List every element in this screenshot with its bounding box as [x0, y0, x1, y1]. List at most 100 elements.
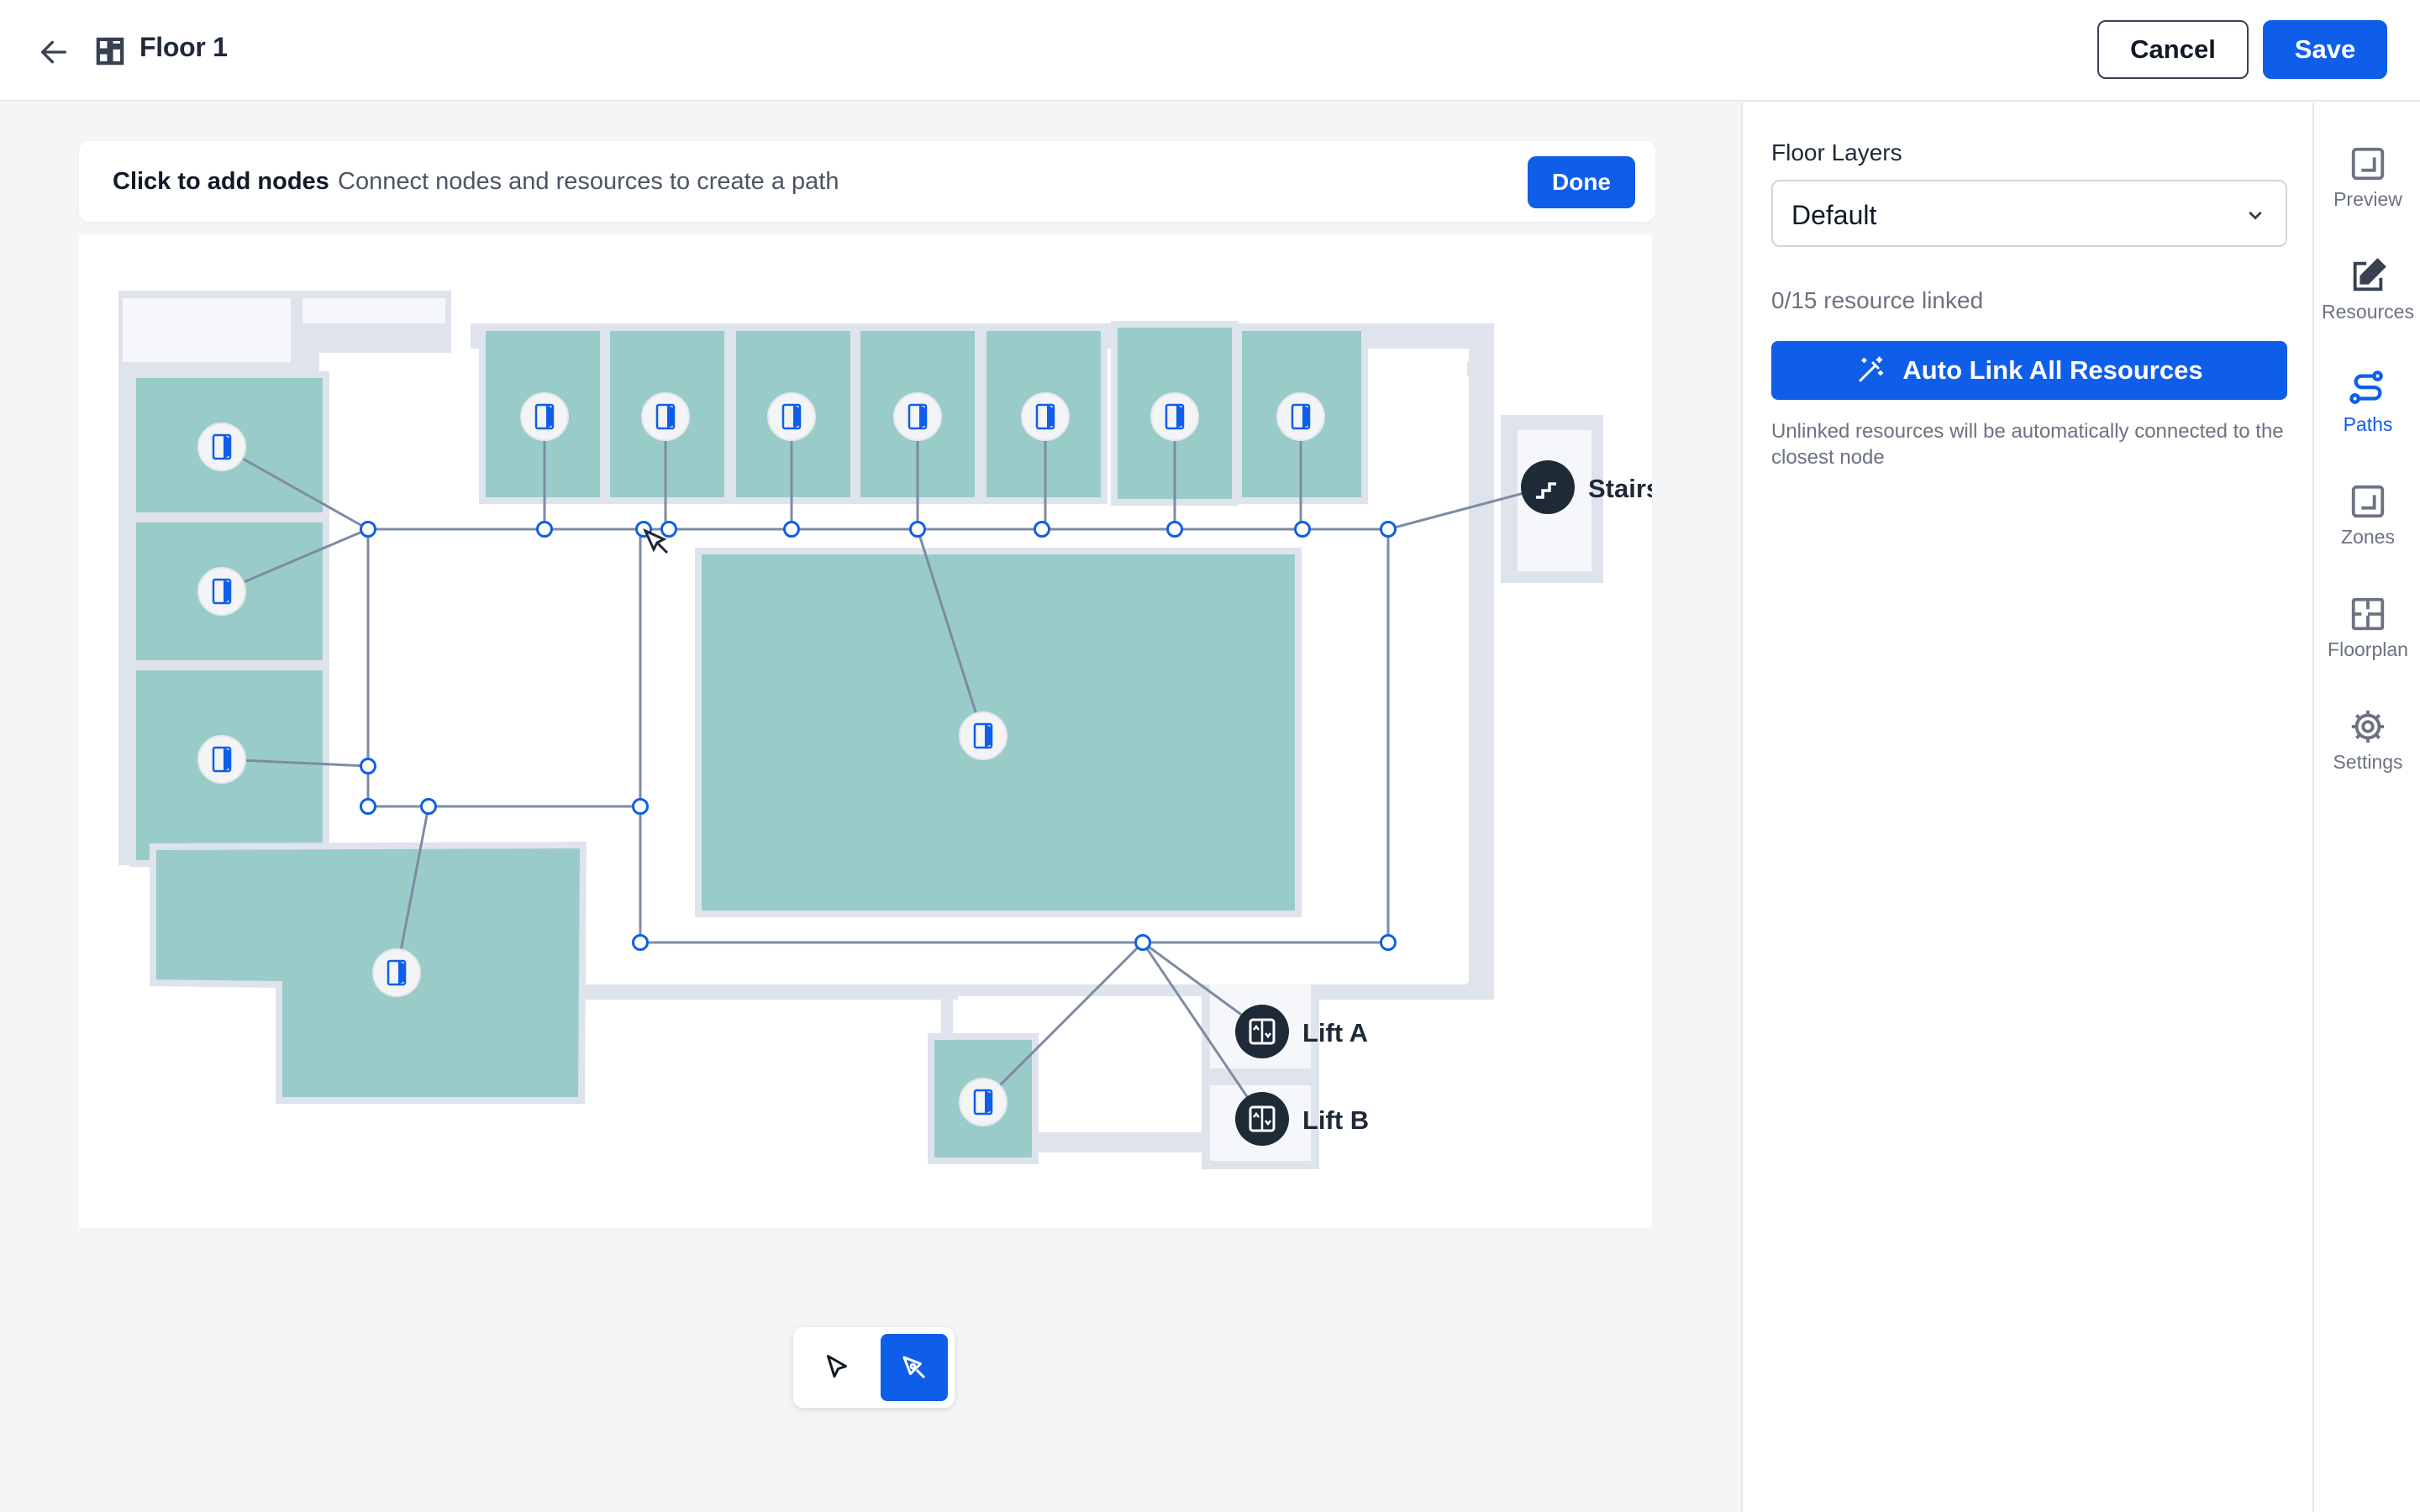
side-rail: Preview Resources Paths Zones Floorplan …: [2312, 102, 2420, 1512]
rail-label: Settings: [2333, 751, 2403, 773]
path-node[interactable]: [783, 521, 800, 538]
stairs-label: Stairs: [1588, 474, 1652, 503]
rail-item-paths[interactable]: Paths: [2314, 365, 2420, 457]
door-icon: [655, 403, 676, 430]
path-node[interactable]: [360, 758, 376, 774]
floor-layer-select[interactable]: Default: [1771, 180, 2287, 247]
door-marker[interactable]: [197, 735, 246, 784]
door-icon: [212, 746, 232, 773]
pen-tool-icon: [902, 1356, 926, 1379]
door-marker[interactable]: [1150, 392, 1199, 441]
path-node[interactable]: [1034, 521, 1050, 538]
door-icon: [212, 578, 232, 605]
gear-icon: [2351, 710, 2385, 743]
zone-icon: [2351, 485, 2385, 518]
path-node[interactable]: [420, 798, 437, 815]
door-icon: [781, 403, 802, 430]
rail-label: Zones: [2341, 526, 2395, 548]
path-node[interactable]: [360, 521, 376, 538]
door-marker[interactable]: [767, 392, 816, 441]
path-node[interactable]: [536, 521, 553, 538]
wall-gaps: [123, 298, 1591, 1161]
door-icon: [1165, 403, 1185, 430]
canvas-area: Click to add nodes Connect nodes and res…: [0, 102, 1741, 1512]
rail-item-floorplan[interactable]: Floorplan: [2314, 590, 2420, 682]
hint-text: Connect nodes and resources to create a …: [338, 168, 839, 195]
door-icon: [908, 403, 928, 430]
edit-icon: [2353, 258, 2386, 291]
lift-b-marker[interactable]: Lift B: [1235, 1092, 1369, 1146]
door-marker[interactable]: [959, 711, 1007, 760]
rail-item-preview[interactable]: Preview: [2314, 139, 2420, 232]
door-icon: [534, 403, 555, 430]
floor-layers-label: Floor Layers: [1771, 139, 1902, 165]
door-icon: [212, 433, 232, 460]
floor-layer-value: Default: [1791, 200, 1877, 230]
chevron-down-icon: [2249, 212, 2262, 220]
top-header: Floor 1 Cancel Save: [0, 0, 2420, 102]
door-marker[interactable]: [1276, 392, 1325, 441]
save-button[interactable]: Save: [2263, 20, 2387, 79]
path-node[interactable]: [660, 521, 677, 538]
door-icon: [973, 722, 993, 749]
door-icon: [387, 959, 407, 986]
stairs-marker[interactable]: Stairs: [1521, 460, 1652, 514]
magic-wand-icon: [1859, 356, 1884, 382]
door-icon: [1291, 403, 1311, 430]
path-node[interactable]: [632, 798, 649, 815]
door-resources[interactable]: [197, 392, 1325, 1126]
auto-link-label: Auto Link All Resources: [1902, 355, 2203, 385]
lift-a-marker[interactable]: Lift A: [1235, 1005, 1368, 1058]
door-marker[interactable]: [959, 1078, 1007, 1126]
done-button[interactable]: Done: [1528, 156, 1635, 208]
path-node[interactable]: [909, 521, 926, 538]
door-marker[interactable]: [197, 423, 246, 471]
cancel-button[interactable]: Cancel: [2097, 20, 2249, 79]
select-tool-button[interactable]: [803, 1334, 871, 1401]
floor-map-svg[interactable]: Stairs Lift A Lift B: [79, 235, 1652, 1228]
page-title: Floor 1: [139, 32, 228, 62]
door-marker[interactable]: [372, 948, 421, 997]
back-button[interactable]: [30, 29, 77, 76]
rail-label: Preview: [2333, 188, 2402, 210]
rail-label: Resources: [2322, 301, 2414, 323]
rail-item-settings[interactable]: Settings: [2314, 702, 2420, 795]
rail-item-resources[interactable]: Resources: [2314, 252, 2420, 344]
door-marker[interactable]: [197, 567, 246, 616]
rail-label: Floorplan: [2328, 638, 2408, 660]
door-icon: [973, 1089, 993, 1116]
auto-link-hint: Unlinked resources will be automatically…: [1771, 420, 2284, 469]
path-nodes[interactable]: [360, 521, 1397, 951]
floorplan-icon: [96, 37, 124, 66]
path-node[interactable]: [632, 934, 649, 951]
floorplan-icon: [2351, 597, 2385, 631]
door-marker[interactable]: [1021, 392, 1070, 441]
settings-panel: Floor Layers Default 0/15 resource linke…: [1741, 102, 2312, 1512]
hint-bar: Click to add nodes Connect nodes and res…: [79, 141, 1655, 222]
lift-a-label: Lift A: [1302, 1018, 1368, 1047]
pen-cursor-icon: [642, 528, 669, 554]
path-node[interactable]: [1134, 934, 1151, 951]
path-node[interactable]: [1380, 521, 1397, 538]
route-icon: [2349, 370, 2383, 404]
stairs-icon: [1536, 482, 1556, 499]
door-marker[interactable]: [641, 392, 690, 441]
cursor-arrow-icon: [827, 1355, 847, 1378]
pen-tool-button[interactable]: [881, 1334, 948, 1401]
door-icon: [1035, 403, 1055, 430]
path-node[interactable]: [1166, 521, 1183, 538]
door-marker[interactable]: [520, 392, 569, 441]
floor-map[interactable]: Stairs Lift A Lift B: [79, 235, 1652, 1228]
path-node[interactable]: [1294, 521, 1311, 538]
linked-count: 0/15 resource linked: [1771, 287, 1984, 313]
lift-b-label: Lift B: [1302, 1105, 1369, 1135]
auto-link-button[interactable]: Auto Link All Resources: [1771, 341, 2287, 400]
rail-label: Paths: [2343, 413, 2393, 435]
door-marker[interactable]: [893, 392, 942, 441]
preview-icon: [2351, 147, 2385, 181]
arrow-left-icon: [41, 40, 67, 64]
path-node[interactable]: [1380, 934, 1397, 951]
rail-item-zones[interactable]: Zones: [2314, 477, 2420, 570]
drawing-toolbar: [793, 1327, 955, 1408]
path-node[interactable]: [360, 798, 376, 815]
